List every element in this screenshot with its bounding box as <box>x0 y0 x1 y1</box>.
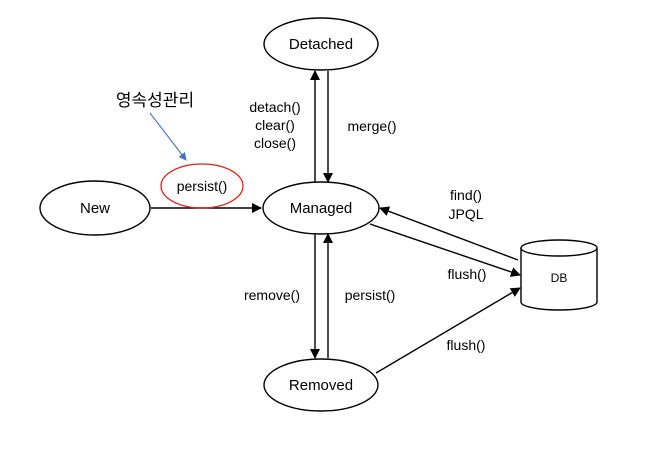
edge-label-find: find() <box>450 187 482 203</box>
persist-highlight-circle <box>160 163 244 209</box>
edge-label-detach: detach() <box>249 99 300 115</box>
node-removed-label: Removed <box>289 377 353 394</box>
annotation-label: 영속성관리 <box>116 91 194 111</box>
edge-label-jpql: JPQL <box>448 206 483 222</box>
edge-label-flush-managed: flush() <box>448 266 487 282</box>
node-managed <box>262 181 380 235</box>
edge-label-flush-removed: flush() <box>447 337 486 353</box>
node-new-label: New <box>80 200 110 217</box>
edge-label-remove: remove() <box>244 287 300 303</box>
edge-label-clear: clear() <box>255 117 295 133</box>
edge-removed-to-db <box>375 287 521 374</box>
edge-managed-to-db <box>369 223 521 277</box>
edge-label-persist-new: persist() <box>177 178 228 194</box>
node-detached <box>263 17 379 71</box>
node-db-label: DB <box>551 271 568 285</box>
edge-label-close: close() <box>254 135 296 151</box>
node-db <box>520 239 598 311</box>
edge-db-to-managed <box>379 206 519 261</box>
node-managed-label: Managed <box>290 200 353 217</box>
annotation-arrow <box>149 112 187 161</box>
edge-label-merge: merge() <box>347 118 396 134</box>
node-detached-label: Detached <box>289 36 353 53</box>
node-new <box>39 180 151 236</box>
edge-label-persist-removed: persist() <box>345 287 396 303</box>
node-removed <box>263 358 379 412</box>
db-cylinder-top <box>520 239 598 257</box>
db-cylinder-body <box>520 248 598 311</box>
